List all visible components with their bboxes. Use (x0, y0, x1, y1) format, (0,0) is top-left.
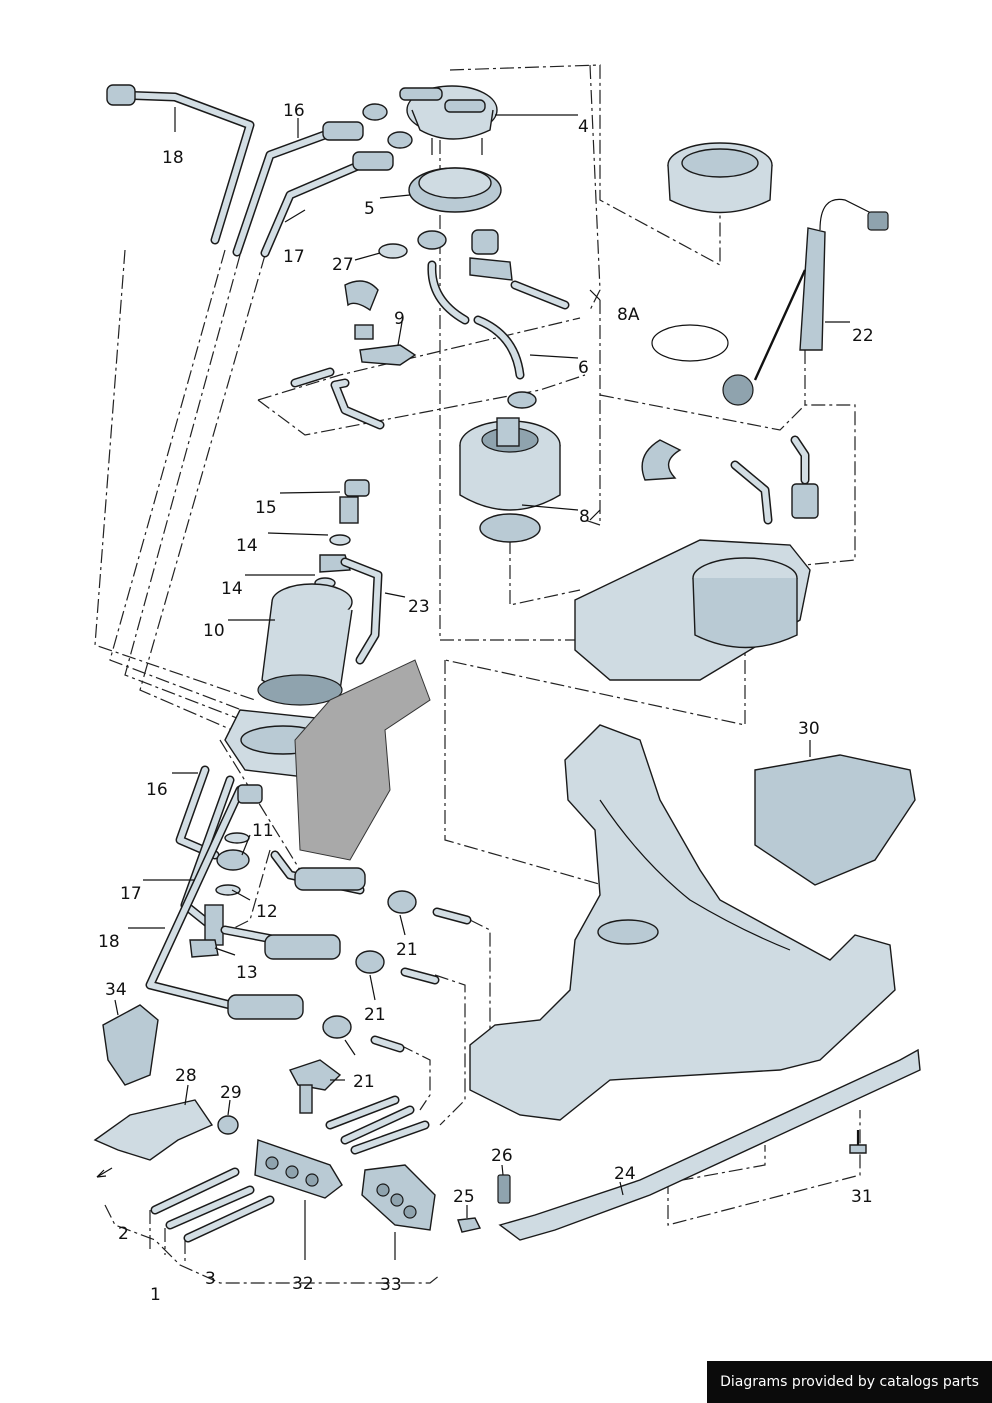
clip-ring (641, 439, 682, 481)
footer-credit-badge: Diagrams provided by catalogs parts (707, 1361, 992, 1403)
banjo-bolt-13 (189, 784, 263, 958)
seal-ring-5 (408, 167, 502, 213)
tank-strap-24 (457, 1048, 921, 1241)
hose-6 (427, 260, 570, 409)
callout-21-second: 21 (364, 1005, 386, 1025)
fuel-lines-lower-left (145, 765, 245, 1010)
bracket-28 (93, 1099, 239, 1178)
hose-clamps-top (362, 103, 413, 149)
callout-25: 25 (453, 1187, 475, 1207)
callout-26: 26 (491, 1146, 513, 1166)
reservoir-housing (574, 539, 811, 681)
callout-18-lower: 18 (98, 932, 120, 952)
callout-31: 31 (851, 1187, 873, 1207)
callout-11: 11 (252, 821, 274, 841)
fuel-pump-8 (459, 417, 561, 543)
callout-3: 3 (205, 1269, 216, 1289)
callout-24: 24 (614, 1164, 636, 1184)
fuel-filter-10 (257, 479, 383, 706)
callout-32: 32 (292, 1274, 314, 1294)
clip-9 (290, 280, 417, 430)
callout-8a: 8A (617, 305, 640, 325)
callout-4: 4 (578, 117, 589, 137)
callout-6: 6 (578, 358, 589, 378)
callout-28: 28 (175, 1066, 197, 1086)
callout-12: 12 (256, 902, 278, 922)
pump-flange-4 (399, 85, 498, 155)
callout-34: 34 (105, 980, 127, 1000)
footer-credit-text: Diagrams provided by catalogs parts (720, 1374, 979, 1390)
line-holder-32 (254, 1139, 343, 1199)
callout-27: 27 (332, 255, 354, 275)
level-sender-22 (651, 198, 889, 406)
callout-17-top: 17 (283, 247, 305, 267)
callout-10: 10 (203, 621, 225, 641)
callout-8: 8 (579, 507, 590, 527)
callout-21-third: 21 (353, 1072, 375, 1092)
callout-9: 9 (394, 309, 405, 329)
line-holder-33 (361, 1164, 436, 1231)
fuel-tank (469, 724, 896, 1121)
callout-16-top: 16 (283, 101, 305, 121)
insulation-30 (754, 754, 916, 886)
parallel-lines-middle (150, 1095, 430, 1243)
callout-1: 1 (150, 1285, 161, 1305)
callout-2: 2 (118, 1224, 129, 1244)
callout-33: 33 (380, 1275, 402, 1295)
leader-lines (114, 107, 850, 1260)
callout-30: 30 (798, 719, 820, 739)
clamp-connector (417, 229, 513, 281)
locking-ring (667, 142, 773, 214)
heat-shield (294, 659, 431, 861)
callout-labels: 18 16 17 4 5 27 9 8A 6 22 8 15 14 14 23 … (98, 101, 874, 1305)
callout-16-lower: 16 (146, 780, 168, 800)
callout-22: 22 (852, 326, 874, 346)
callout-15: 15 (255, 498, 277, 518)
callout-14-lower: 14 (221, 579, 243, 599)
fuel-lines-left (106, 84, 394, 258)
callout-14-upper: 14 (236, 536, 258, 556)
callout-21-first: 21 (396, 940, 418, 960)
callout-29: 29 (220, 1083, 242, 1103)
callout-17-lower: 17 (120, 884, 142, 904)
hose-assemblies-21 (220, 850, 472, 1114)
holder-34 (102, 1004, 159, 1086)
vent-tubes-right (730, 435, 819, 525)
callout-23: 23 (408, 597, 430, 617)
callout-18-top: 18 (162, 148, 184, 168)
callout-13: 13 (236, 963, 258, 983)
o-ring-27 (378, 243, 408, 259)
callout-5: 5 (364, 199, 375, 219)
